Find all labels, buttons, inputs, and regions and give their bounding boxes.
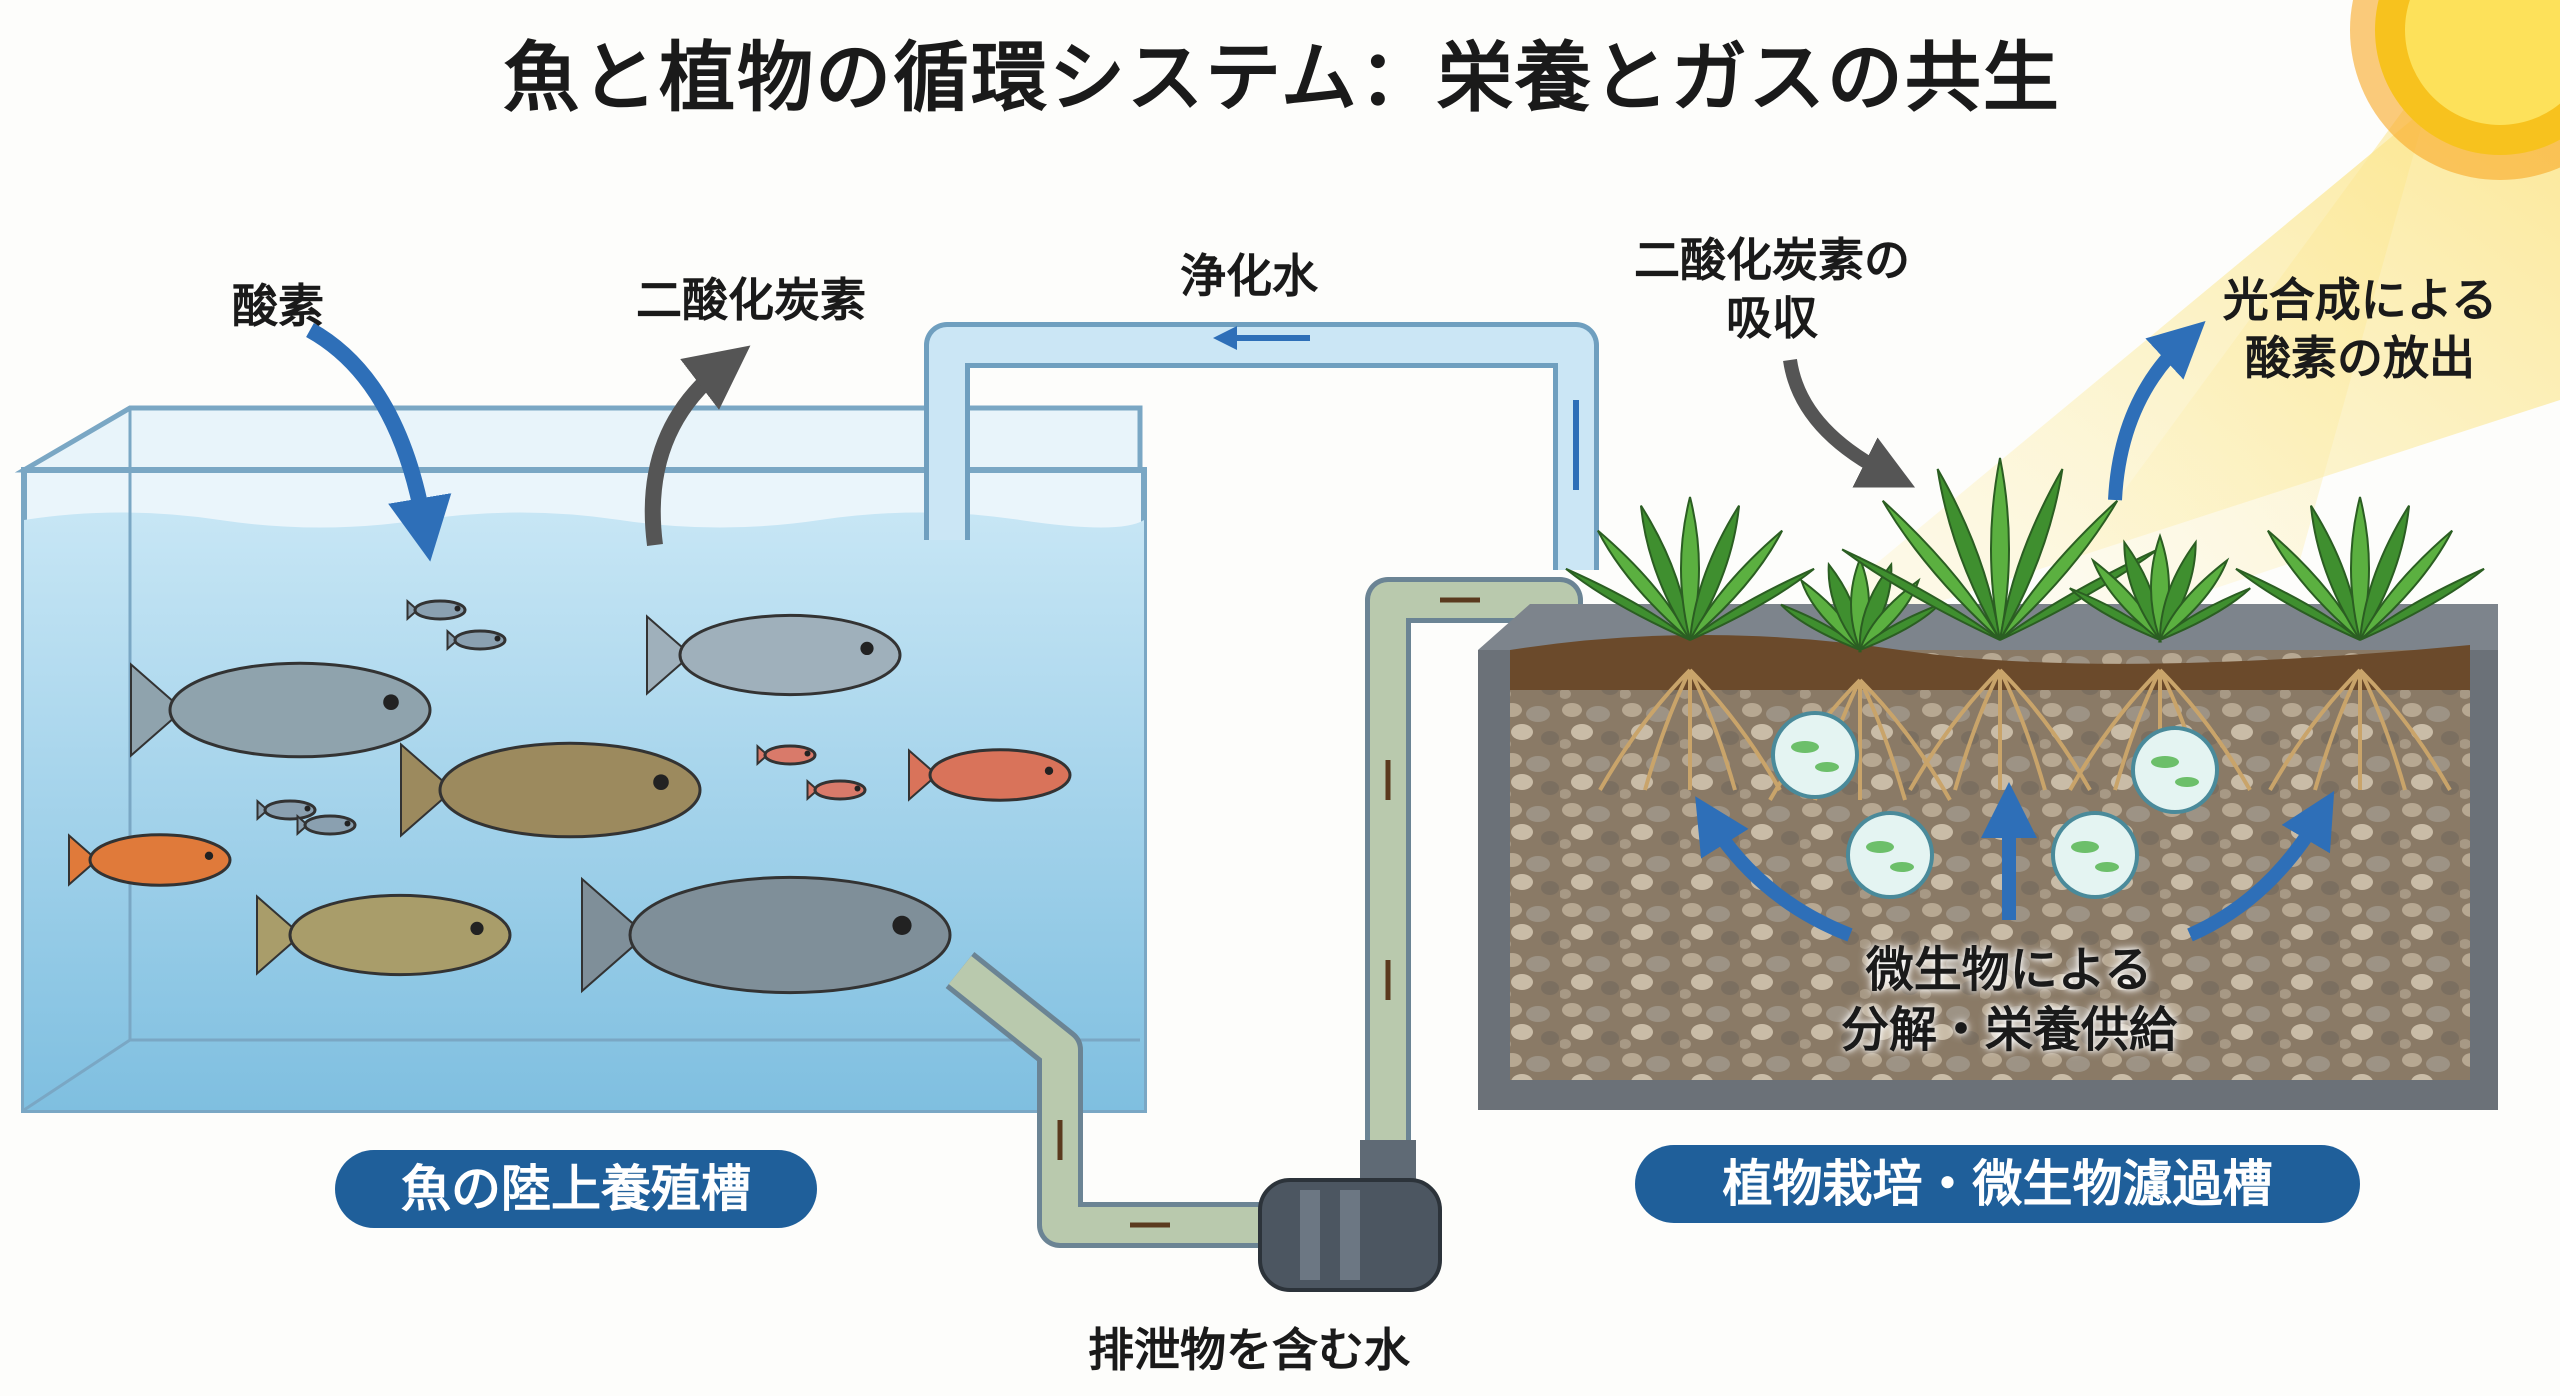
sun-icon — [2350, 0, 2560, 180]
fish-icon — [581, 875, 952, 995]
microbe-icon — [2051, 811, 2139, 899]
fish-icon — [296, 814, 357, 836]
photosynthesis-line1: 光合成による — [2222, 273, 2498, 327]
plant-icon — [1768, 556, 1952, 801]
microbe-line2: 分解・栄養供給 — [1840, 1002, 2178, 1058]
co2-label: 二酸化炭素 — [636, 273, 866, 327]
microbe-label: 微生物による 分解・栄養供給 — [1841, 940, 2177, 1060]
fish-icon — [646, 613, 902, 697]
fish-icon — [256, 799, 317, 821]
fish-icon — [406, 599, 467, 621]
co2-absorb-arrow-icon — [1783, 358, 1916, 488]
fish-icon — [446, 629, 507, 651]
purified-water-pipe — [924, 322, 1599, 570]
fish-icon — [400, 741, 702, 839]
waste-water-label: 排泄物を含む水 — [1088, 1323, 1410, 1377]
co2-absorb-line1: 二酸化炭素の — [1634, 233, 1910, 287]
fish-tank-label: 魚の陸上養殖槽 — [335, 1150, 817, 1228]
oxygen-arrow-icon — [306, 323, 452, 562]
microbe-icon — [2131, 726, 2219, 814]
co2-absorb-line2: 吸収 — [1726, 290, 1818, 345]
oxygen-label: 酸素 — [232, 279, 324, 333]
fish-icon — [68, 833, 232, 887]
co2-arrow-icon — [644, 345, 751, 547]
fish-icon — [256, 893, 512, 977]
plant-icon — [1565, 496, 1815, 791]
fish-icon — [756, 744, 817, 766]
fish-icon — [130, 661, 432, 759]
purified-water-label: 浄化水 — [1180, 249, 1318, 303]
co2-absorb-label: 二酸化炭素の 吸収 — [1634, 232, 1910, 347]
pump-icon — [1258, 1140, 1442, 1292]
plants — [1565, 457, 2485, 801]
microbe-icon — [1771, 711, 1859, 799]
plant-icon — [2235, 496, 2485, 791]
microbes — [1771, 711, 2219, 899]
plant-icon — [1841, 457, 2159, 791]
nutrient-arrow-icon — [1695, 796, 1853, 942]
grow-bed-label: 植物栽培・微生物濾過槽 — [1635, 1145, 2360, 1223]
photosynthesis-label: 光合成による 酸素の放出 — [2223, 272, 2498, 387]
fish-group — [68, 599, 1072, 995]
fish-icon — [908, 748, 1072, 802]
microbe-line1: 微生物による — [1865, 942, 2153, 998]
fish-icon — [806, 779, 867, 801]
microbe-icon — [1846, 811, 1934, 899]
page-title: 魚と植物の循環システム：栄養とガスの共生 — [503, 33, 2061, 122]
oxygen-release-arrow-icon — [2108, 321, 2206, 501]
photosynthesis-line2: 酸素の放出 — [2245, 330, 2475, 385]
nutrient-arrow-icon — [2187, 790, 2335, 942]
grow-bed — [1478, 604, 2498, 1110]
